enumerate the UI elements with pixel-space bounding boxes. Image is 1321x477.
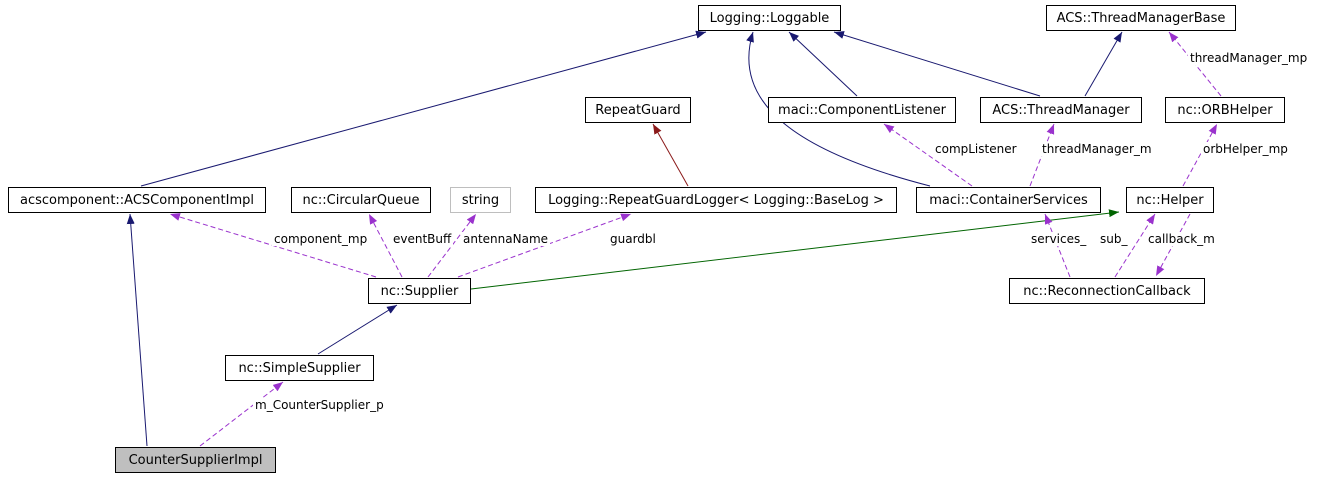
- edge-label-services: services_: [1029, 232, 1089, 246]
- node-nc-simplesupplier[interactable]: nc::SimpleSupplier: [225, 355, 374, 381]
- node-logging-repeatguardlogger[interactable]: Logging::RepeatGuardLogger< Logging::Bas…: [535, 187, 897, 213]
- edge-label-antennaname: antennaName: [461, 232, 551, 246]
- edge-simplesupplier-supplier: [317, 304, 398, 355]
- edge-label-component-mp: component_mp: [272, 232, 370, 246]
- node-logging-loggable[interactable]: Logging::Loggable: [698, 5, 841, 31]
- node-nc-helper[interactable]: nc::Helper: [1126, 187, 1214, 213]
- node-nc-supplier[interactable]: nc::Supplier: [368, 278, 471, 304]
- edge-label-threadmanager-mp: threadManager_mp: [1188, 51, 1310, 65]
- node-countersupplierimpl: CounterSupplierImpl: [115, 447, 276, 473]
- edge-label-guardbl: guardbl: [608, 232, 658, 246]
- node-maci-componentlistener[interactable]: maci::ComponentListener: [768, 97, 956, 123]
- edge-countersupplierimpl-acscomponentimpl: [126, 213, 148, 447]
- node-acs-threadmanager[interactable]: ACS::ThreadManager: [980, 97, 1142, 123]
- edge-label-complistener: compListener: [933, 142, 1019, 156]
- node-nc-orbhelper[interactable]: nc::ORBHelper: [1165, 97, 1285, 123]
- edge-label-callback-m: callback_m: [1146, 232, 1217, 246]
- node-nc-reconnectioncallback[interactable]: nc::ReconnectionCallback: [1009, 278, 1205, 304]
- edge-threadmanager-loggable: [833, 31, 1041, 97]
- edge-label-m-countersupplier-p: m_CounterSupplier_p: [253, 398, 386, 412]
- node-acscomponent-acscomponentimpl[interactable]: acscomponent::ACSComponentImpl: [8, 187, 266, 213]
- edge-componentlistener-loggable: [788, 31, 858, 97]
- edge-repeatguardlogger-repeatguard: [652, 123, 689, 187]
- node-repeatguard[interactable]: RepeatGuard: [585, 97, 691, 123]
- node-string: string: [450, 187, 511, 213]
- edge-label-threadmanager-m: threadManager_m: [1040, 142, 1154, 156]
- edge-label-eventbuff: eventBuff: [391, 232, 454, 246]
- edge-label-sub: sub_: [1098, 232, 1130, 246]
- node-acs-threadmanagerbase[interactable]: ACS::ThreadManagerBase: [1046, 5, 1236, 31]
- edge-countersupplierimpl-simplesupplier: [199, 381, 284, 447]
- node-nc-circularqueue[interactable]: nc::CircularQueue: [291, 187, 431, 213]
- edge-threadmanager-threadmanagerbase: [1084, 31, 1123, 97]
- edge-label-orbhelper-mp: orbHelper_mp: [1201, 142, 1290, 156]
- node-maci-containerservices[interactable]: maci::ContainerServices: [916, 187, 1101, 213]
